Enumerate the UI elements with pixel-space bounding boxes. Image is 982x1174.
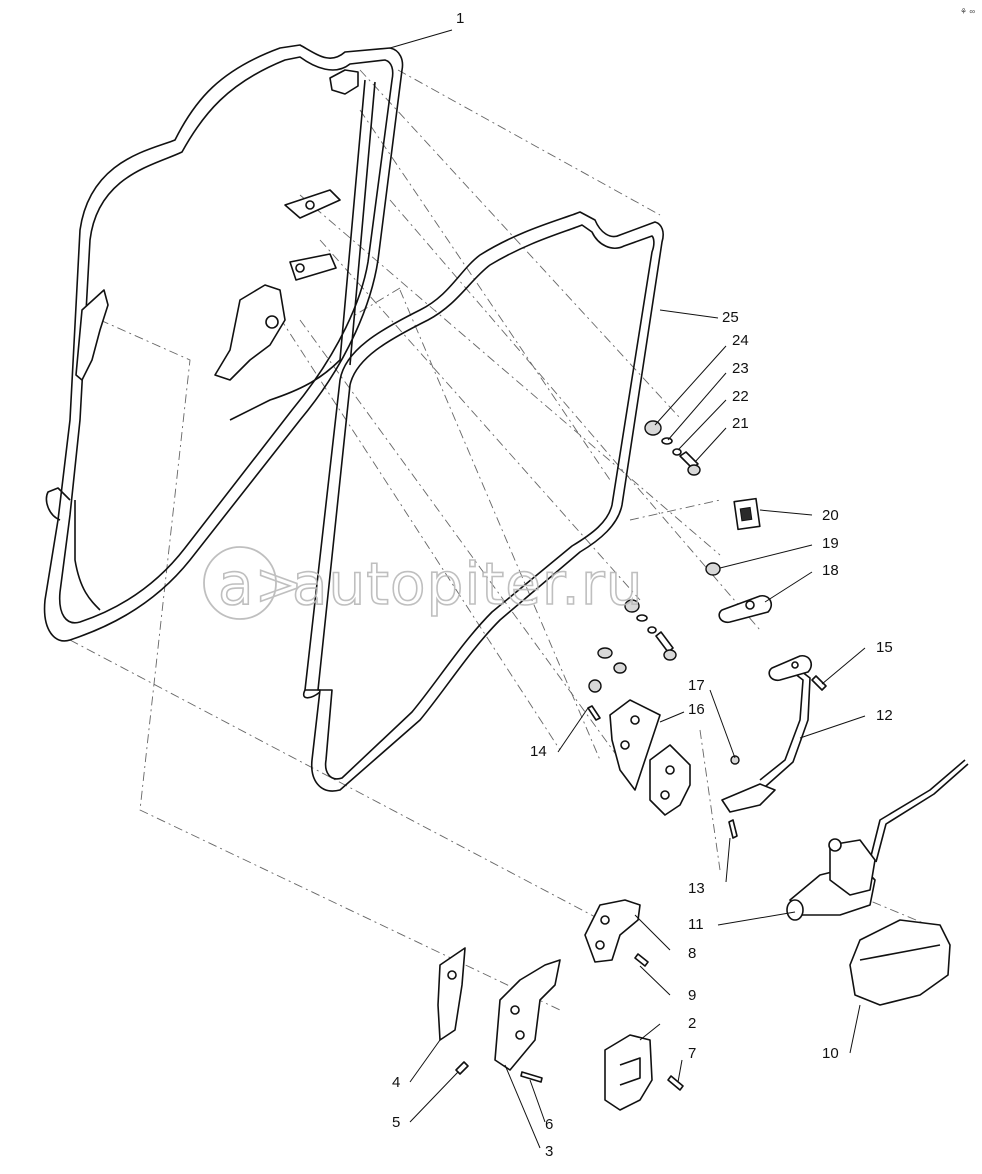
- callout-9: 9: [688, 987, 696, 1004]
- fastener-part-17: [730, 755, 740, 765]
- callout-13: 13: [688, 880, 705, 897]
- fastener-part-15: [811, 675, 827, 691]
- plate-part-18: [718, 595, 772, 624]
- lower-hinge-hardware: [588, 599, 677, 693]
- callout-16: 16: [688, 701, 705, 718]
- callout-5: 5: [392, 1114, 400, 1131]
- callout-6: 6: [545, 1116, 553, 1133]
- watermark-logo-icon: [203, 546, 277, 620]
- watermark-logo-glyph: a>: [218, 550, 304, 618]
- screw-part-5: [455, 1061, 469, 1075]
- hinge-plates-part-16: [609, 699, 691, 816]
- callout-2: 2: [688, 1015, 696, 1032]
- fastener-part-13: [728, 819, 738, 839]
- callout-7: 7: [688, 1045, 696, 1062]
- bracket-part-4: [437, 947, 466, 1041]
- watermark-text: autopiter.ru: [292, 550, 643, 618]
- callout-19: 19: [822, 535, 839, 552]
- wiper-motor-part-11: [786, 759, 969, 921]
- rod-part-12: [721, 655, 812, 813]
- decal-part-20: [733, 497, 761, 531]
- latch-part-8: [584, 899, 641, 963]
- callout-leaders: [389, 29, 866, 1149]
- watermark: a> autopiter.ru: [203, 546, 643, 620]
- motor-cover-part-10: [849, 919, 951, 1006]
- striker-part-3: [494, 959, 561, 1071]
- callout-17: 17: [688, 677, 705, 694]
- bushing-part-19: [705, 562, 721, 576]
- callout-23: 23: [732, 360, 749, 377]
- screw-part-14: [587, 705, 601, 721]
- callout-15: 15: [876, 639, 893, 656]
- screw-part-7: [667, 1075, 684, 1091]
- callout-22: 22: [732, 388, 749, 405]
- callout-20: 20: [822, 507, 839, 524]
- callout-numbers: 1 2 3 4 5 6 7 8 9 10 11 12 13 14 15 16 1…: [392, 10, 893, 1160]
- assembly-center-lines: [69, 69, 941, 1011]
- callout-14: 14: [530, 743, 547, 760]
- callout-3: 3: [545, 1143, 553, 1160]
- callout-24: 24: [732, 332, 749, 349]
- screw-part-6: [520, 1071, 543, 1083]
- callout-12: 12: [876, 707, 893, 724]
- corner-mark: ⚘ ∞: [960, 7, 975, 16]
- upper-hinge-hardware-21-24: [644, 420, 701, 476]
- callout-25: 25: [722, 309, 739, 326]
- screw-part-9: [634, 953, 649, 967]
- door-frame-part-1: [43, 44, 404, 642]
- callout-11: 11: [688, 916, 704, 933]
- callout-10: 10: [822, 1045, 839, 1062]
- glass-frame-part-25: [302, 211, 664, 792]
- callout-21: 21: [732, 415, 749, 432]
- callout-1: 1: [456, 10, 464, 27]
- callout-8: 8: [688, 945, 696, 962]
- callout-4: 4: [392, 1074, 400, 1091]
- callout-18: 18: [822, 562, 839, 579]
- block-part-2: [604, 1034, 653, 1111]
